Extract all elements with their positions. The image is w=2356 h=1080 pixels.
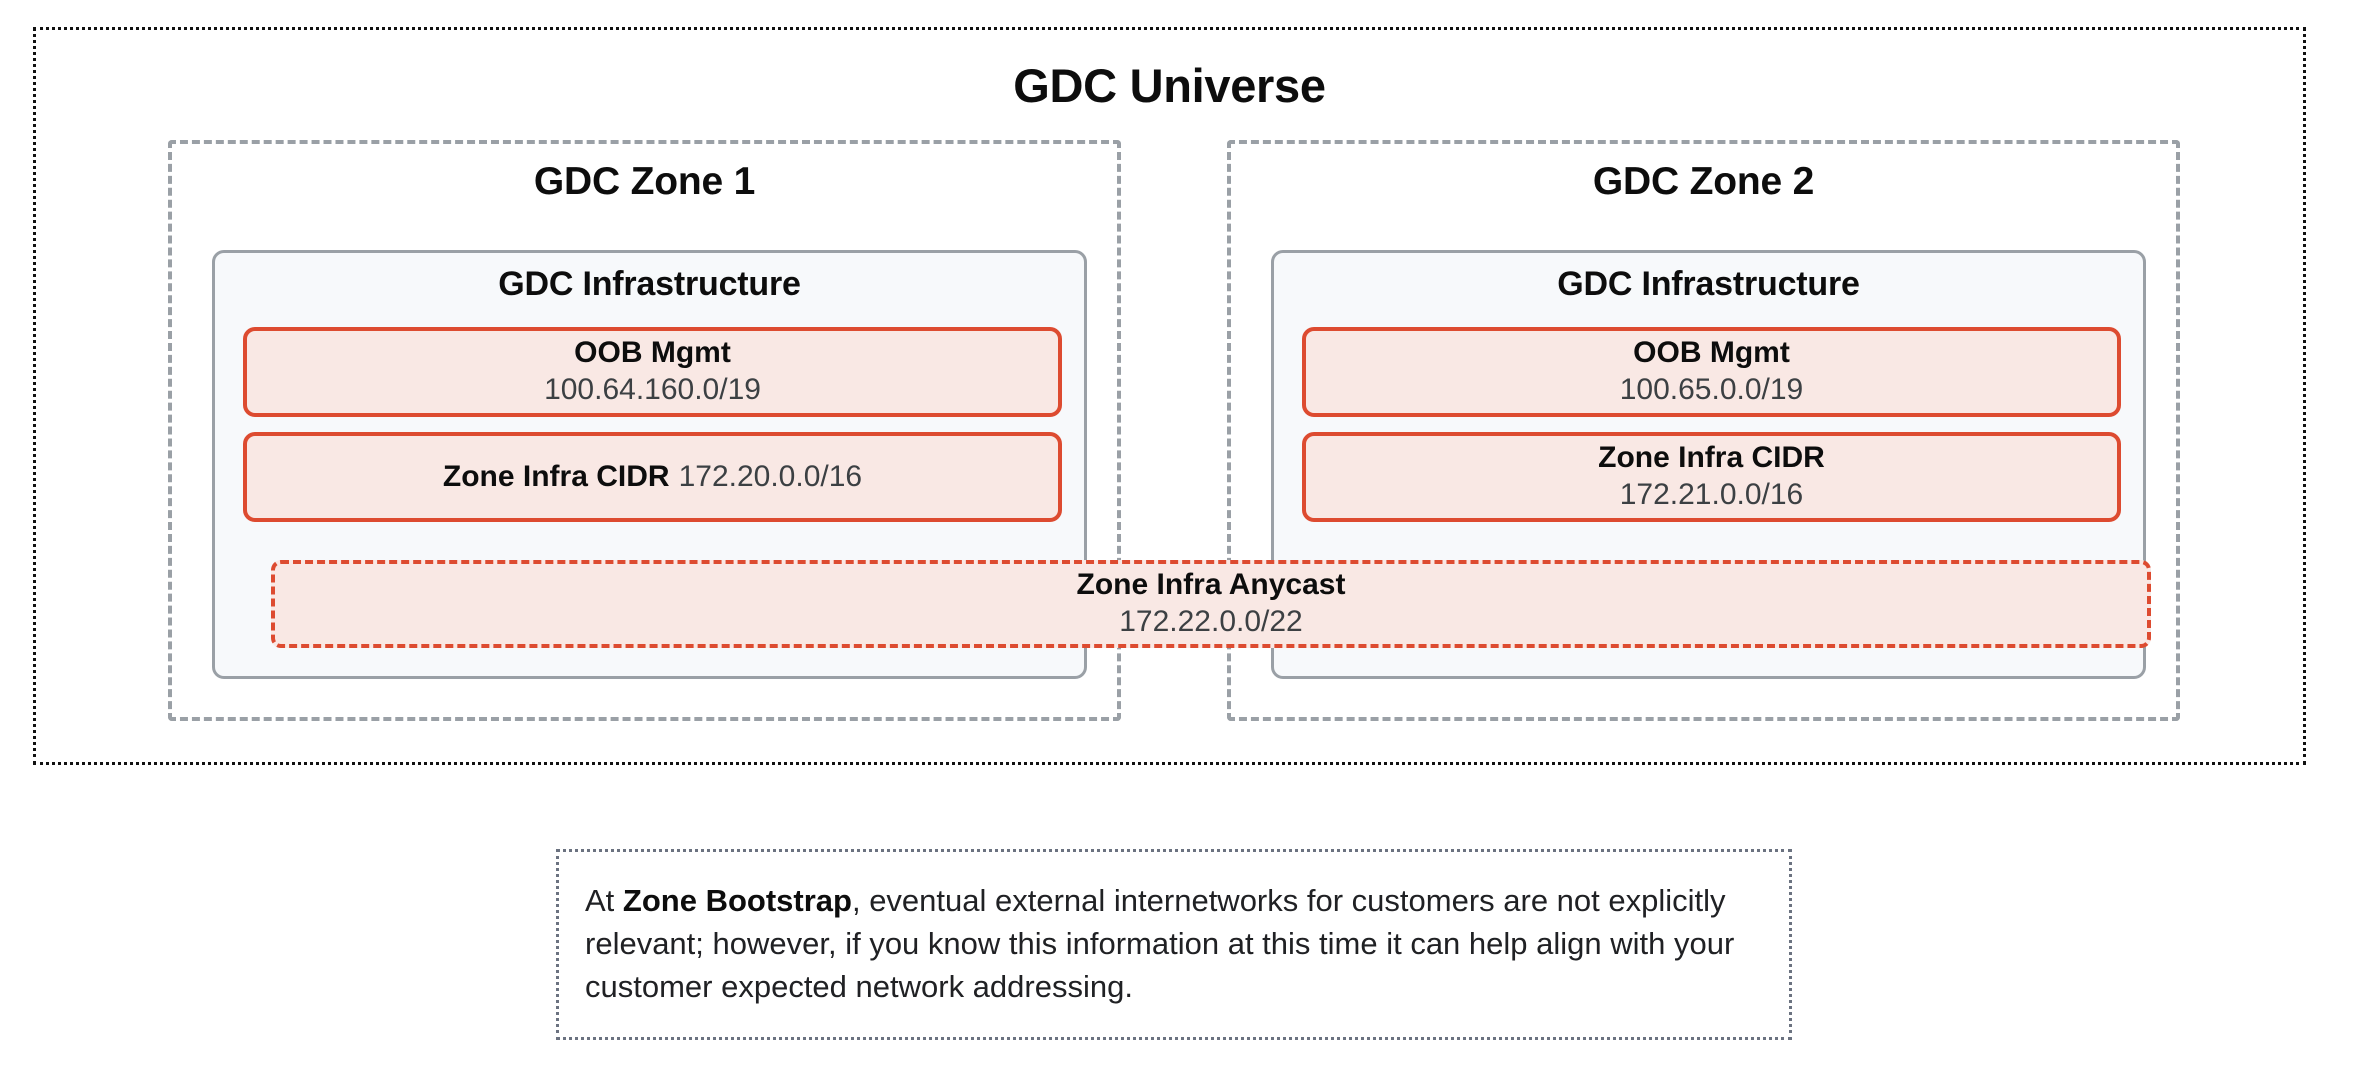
zone-infra-anycast-label: Zone Infra Anycast <box>1076 568 1346 602</box>
zone-1-zone-infra-cidr-block: Zone Infra CIDR 172.20.0.0/16 <box>243 432 1062 522</box>
zone-2-oob-mgmt-label: OOB Mgmt <box>1633 336 1790 370</box>
zone-1-oob-mgmt-label: OOB Mgmt <box>574 336 731 370</box>
universe-title: GDC Universe <box>1013 59 1326 112</box>
bootstrap-note-text: At Zone Bootstrap, eventual external int… <box>559 880 1789 1008</box>
zone-1-zone-infra-cidr-value: 172.20.0.0/16 <box>678 459 863 493</box>
zone-1-title: GDC Zone 1 <box>533 160 756 203</box>
zone-2-zone-infra-cidr-value: 172.21.0.0/16 <box>1619 478 1804 511</box>
note-prefix: At <box>585 883 623 919</box>
note-emphasis: Zone Bootstrap <box>622 883 852 919</box>
zone-1-oob-mgmt-block: OOB Mgmt 100.64.160.0/19 <box>243 327 1062 417</box>
zone-2-infrastructure-title: GDC Infrastructure <box>1557 265 1860 303</box>
zone-2-title: GDC Zone 2 <box>1592 160 1815 203</box>
zone-2-zone-infra-cidr-block: Zone Infra CIDR 172.21.0.0/16 <box>1302 432 2121 522</box>
bootstrap-note-box: At Zone Bootstrap, eventual external int… <box>556 849 1792 1040</box>
zone-1-zone-infra-cidr-label: Zone Infra CIDR <box>442 459 670 493</box>
note-body: , eventual external internetworks for cu… <box>585 883 1735 1004</box>
zone-1-infrastructure-title: GDC Infrastructure <box>498 265 801 303</box>
gdc-universe-container: GDC Universe GDC Zone 1 GDC Infrastructu… <box>33 27 2306 765</box>
zone-2-zone-infra-cidr-label: Zone Infra CIDR <box>1598 441 1825 475</box>
zone-2-oob-mgmt-value: 100.65.0.0/19 <box>1619 373 1804 406</box>
zone-1-oob-mgmt-value: 100.64.160.0/19 <box>544 373 761 406</box>
zone-2-oob-mgmt-block: OOB Mgmt 100.65.0.0/19 <box>1302 327 2121 417</box>
zone-infra-anycast-block: Zone Infra Anycast 172.22.0.0/22 <box>271 560 2151 648</box>
zone-infra-anycast-value: 172.22.0.0/22 <box>1119 605 1303 638</box>
